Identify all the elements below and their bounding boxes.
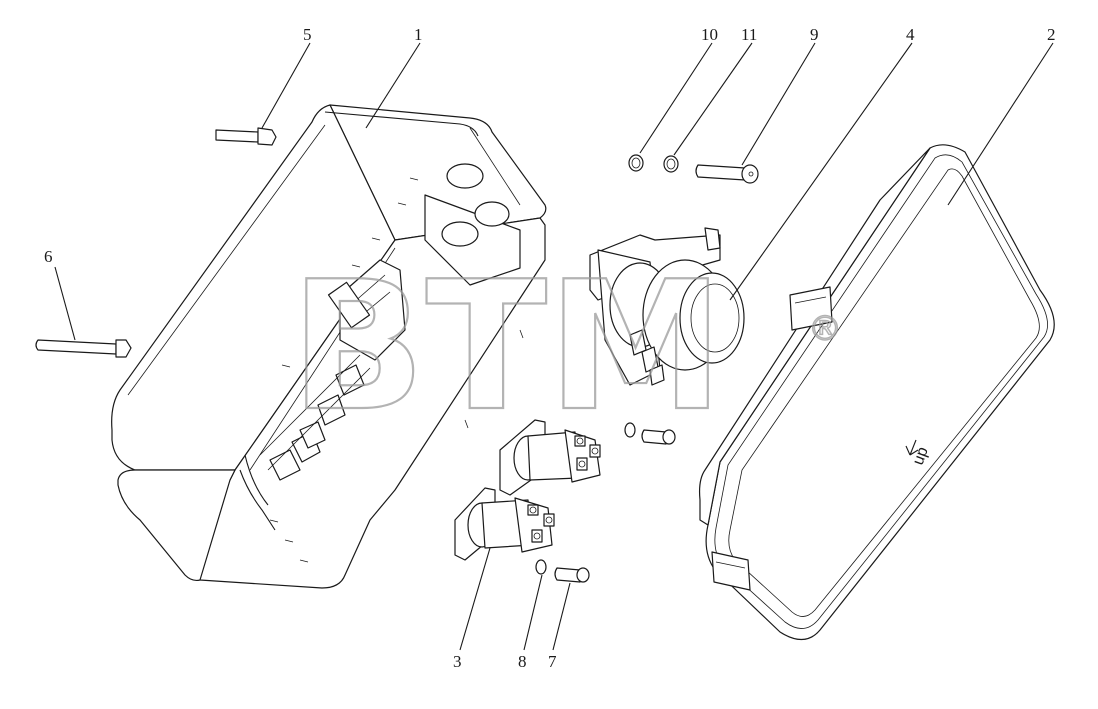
solenoid-lower: [454, 487, 555, 561]
callout-10: 10: [701, 25, 718, 44]
callout-1: 1: [414, 25, 423, 44]
screw-7: [554, 567, 590, 583]
washer-10: [628, 154, 644, 172]
callout-3: 3: [453, 652, 462, 671]
callout-8: 8: [518, 652, 527, 671]
watermark-registered-mark: ®: [808, 309, 842, 349]
callout-11: 11: [741, 25, 757, 44]
callout-6: 6: [44, 247, 53, 266]
solenoid-upper: [499, 419, 601, 496]
screw-mid: [641, 429, 676, 445]
lid-marking-label: up: [910, 445, 932, 468]
housing-box: [111, 104, 547, 589]
screw-9: [695, 164, 759, 184]
callout-7: 7: [548, 652, 557, 671]
leader-lines: [54, 42, 1054, 651]
arrow-icon: [905, 439, 919, 456]
watermark: BTM ®: [289, 242, 843, 451]
watermark-text: BTM: [290, 243, 724, 450]
callout-2: 2: [1047, 25, 1056, 44]
bolt-6: [35, 339, 132, 358]
callout-4: 4: [906, 25, 915, 44]
callout-9: 9: [810, 25, 819, 44]
washer-mid: [624, 422, 636, 438]
callout-5: 5: [303, 25, 312, 44]
washer-11: [663, 155, 679, 173]
relay-4: [589, 227, 745, 386]
callout-labels: 5 1 6 10 11 9 4 2 3 8 7: [44, 25, 1056, 671]
bolt-5: [215, 127, 277, 146]
washer-8: [535, 559, 547, 575]
cover-lid: up: [698, 144, 1055, 641]
